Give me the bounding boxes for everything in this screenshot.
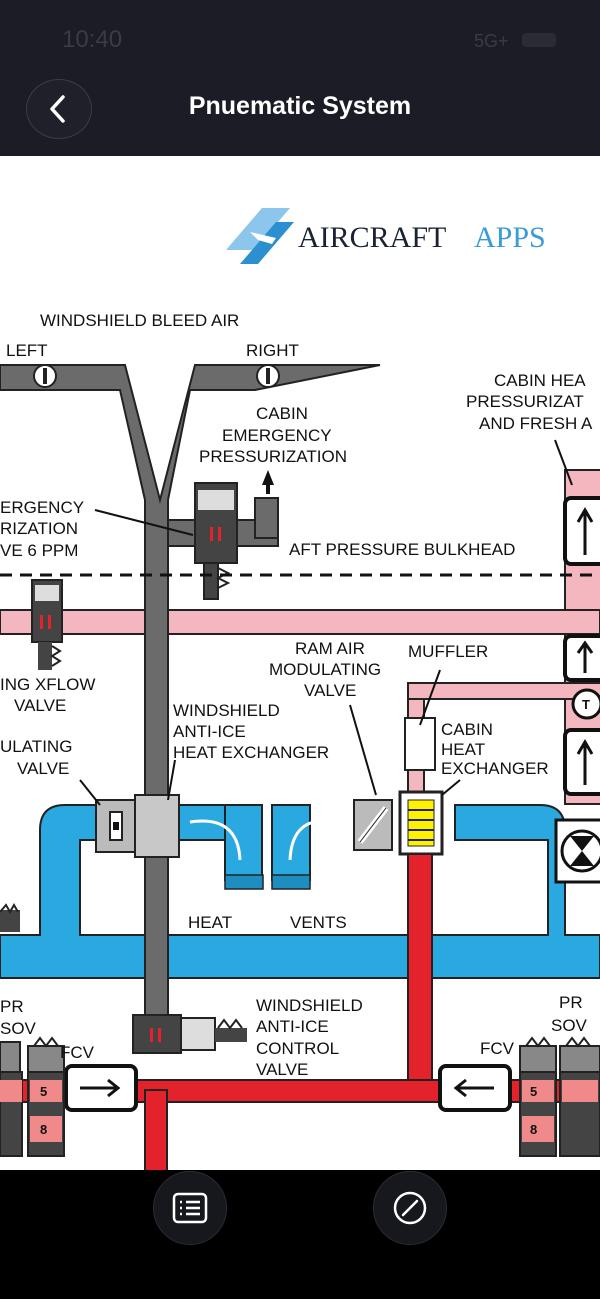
label-heat: HEAT (188, 913, 232, 932)
label-ram-air: RAM AIR (295, 639, 365, 658)
label-ws-hx: HEAT EXCHANGER (173, 743, 329, 762)
diagram-svg: AIRCRAFT APPS (0, 208, 600, 1170)
right-valve-stack (519, 1036, 600, 1157)
label-5-right: 5 (530, 1084, 537, 1099)
aircraftapps-logo: AIRCRAFT APPS (226, 208, 546, 264)
logo-text-apps: APPS (474, 221, 546, 254)
left-valve-stack (0, 1036, 65, 1157)
label-emergency-valve: RIZATION (0, 519, 78, 538)
bottom-toolbar (0, 1170, 600, 1299)
label-cabin-hx: HEAT (441, 740, 485, 759)
label-8-right: 8 (530, 1122, 537, 1137)
label-cabin-emergency: CABIN (256, 404, 308, 423)
nav-bar (0, 72, 600, 156)
logo-text-aircraft: AIRCRAFT (298, 221, 446, 254)
label-xflow: VALVE (14, 696, 66, 715)
label-muffler: MUFFLER (408, 642, 488, 661)
label-5-left: 5 (40, 1084, 47, 1099)
network-label: 5G+ (474, 31, 509, 51)
label-fcv-right: FCV (480, 1039, 515, 1058)
label-fcv-left: FCV (60, 1043, 95, 1062)
compass-button[interactable] (373, 1171, 447, 1245)
label-ws-control: WINDSHIELD (256, 996, 363, 1015)
label-cabin-emergency: PRESSURIZATION (199, 447, 347, 466)
label-ws-hx: WINDSHIELD (173, 701, 280, 720)
page-title: Pnuematic System (188, 92, 412, 120)
label-vents: VENTS (290, 913, 347, 932)
list-button[interactable] (153, 1171, 227, 1245)
battery-icon (522, 33, 556, 47)
label-xflow: ING XFLOW (0, 675, 95, 694)
label-cabin-heat: AND FRESH A (479, 414, 593, 433)
label-modulating-valve: ULATING (0, 737, 72, 756)
label-cabin-heat: PRESSURIZAT (466, 392, 584, 411)
label-emergency-valve: ERGENCY (0, 498, 84, 517)
compass-icon (393, 1191, 427, 1225)
label-8-left: 8 (40, 1122, 47, 1137)
back-button[interactable] (26, 79, 92, 139)
label-ws-control: VALVE (256, 1060, 308, 1079)
label-ws-hx: ANTI-ICE (173, 722, 246, 741)
label-aft-bulkhead: AFT PRESSURE BULKHEAD (289, 540, 515, 559)
label-ws-control: ANTI-ICE (256, 1017, 329, 1036)
status-bar: 10:40 5G+ (0, 0, 600, 72)
label-cabin-heat: CABIN HEA (494, 371, 586, 390)
label-right: RIGHT (246, 341, 299, 360)
label-sov-left: SOV (0, 1019, 37, 1038)
label-windshield-bleed-air: WINDSHIELD BLEED AIR (40, 311, 239, 330)
status-time: 10:40 (62, 26, 123, 53)
label-modulating-valve: VALVE (17, 759, 69, 778)
label-pr-right: PR (559, 993, 583, 1012)
label-left: LEFT (6, 341, 48, 360)
label-cabin-hx: EXCHANGER (441, 759, 549, 778)
label-emergency-valve: VE 6 PPM (0, 541, 78, 560)
label-pr-left: PR (0, 997, 24, 1016)
label-sov-right: SOV (551, 1016, 588, 1035)
pneumatic-diagram[interactable]: AIRCRAFT APPS (0, 156, 600, 1170)
label-ram-air: VALVE (304, 681, 356, 700)
label-cabin-emergency: EMERGENCY (222, 426, 332, 445)
label-cabin-hx: CABIN (441, 720, 493, 739)
label-ws-control: CONTROL (256, 1039, 339, 1058)
chevron-left-icon (50, 95, 65, 123)
label-ram-air: MODULATING (269, 660, 381, 679)
label-temp-sensor: T (582, 697, 590, 712)
list-icon (172, 1192, 208, 1224)
